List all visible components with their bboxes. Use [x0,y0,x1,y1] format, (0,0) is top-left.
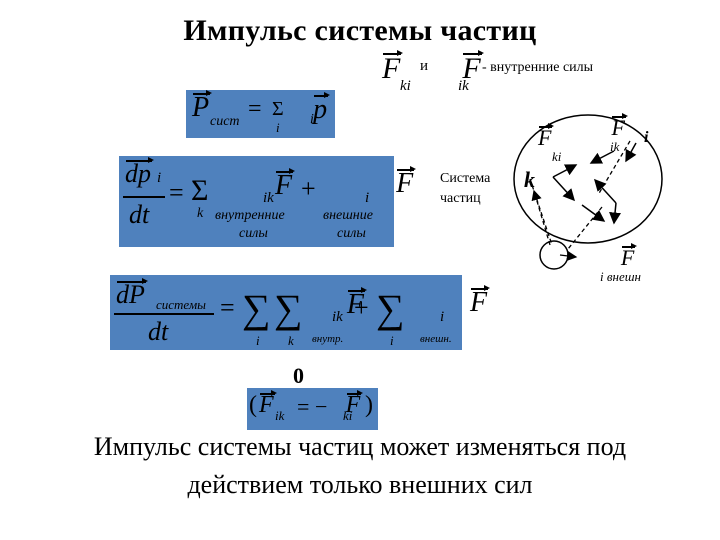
f4-F1: F [259,390,277,418]
f1-P: P [192,90,213,123]
diagram-svg [513,114,663,270]
f2-label1-line2: силы [239,226,268,241]
f3-F1: F [346,287,368,320]
formula-newton3-box: ( F ik = − F ki ) [247,388,378,430]
header-f-ki: F [382,50,404,85]
f3-plus: + [354,293,369,322]
f4-eq: = [297,394,310,419]
f3-label2: внешн. [420,333,452,345]
f2-num: dp [125,157,154,188]
f2-sum: Σ [191,174,209,207]
f1-sub: сист [210,114,240,129]
f2-F1-sub: ik [263,190,274,206]
f4-open: ( [249,392,257,418]
f3-F1-sub: ik [332,309,343,325]
f3-sum2: ∑ [274,286,303,331]
f2-under-k: k [197,206,204,221]
zero-label: 0 [293,363,304,388]
f2-den: dt [129,200,150,229]
f3-eq: = [220,293,235,322]
f2-num-sub: i [157,170,162,186]
header-and: и [420,58,429,74]
header-note: - внутренние силы [482,60,594,75]
f2-F1: F [275,168,296,201]
diagram-F-ki-sub: ki [552,149,562,164]
header-f-ik-sub: ik [458,78,469,94]
diagram-label-line2: частиц [440,191,481,206]
f1-sub-i: i [310,112,314,127]
conclusion-text: Импульс системы частиц может изменяться … [0,428,720,504]
f4-F2: F [345,390,363,418]
header-formula: F ki и F ik - внутренние силы [382,50,642,98]
f1-sum: Σ [272,98,284,120]
formula-momentum-box: P сист = Σ i p i [186,90,335,138]
f4-minus: − [315,394,328,419]
f3-F2: F [470,285,491,318]
diagram-F-ext: F [620,243,638,270]
diagram-F-ki: F [538,123,556,150]
f2-F2: F [396,166,417,199]
f2-F2-sub: i [365,190,370,206]
slide-title: Импульс системы частиц [183,14,537,47]
f2-label2-line1: внешние [323,208,373,223]
f3-sum3: ∑ [376,286,405,331]
f3-under-i: i [256,333,260,348]
diagram-k: k [524,167,535,192]
diagram-F-ext-sub: i внешн [600,269,641,284]
f1-under-i: i [276,120,280,135]
diagram-label-line1: Система [440,171,491,186]
f3-fraction-line [114,313,214,315]
f3-label1: внутр. [312,333,344,345]
diagram-F-ik-sub: ik [610,139,620,154]
conclusion-line2: действием только внешних сил [187,470,533,499]
system-boundary [513,114,663,244]
header-f-ik: F [462,50,485,85]
f2-label2-line2: силы [337,226,366,241]
f2-label1-line1: внутренние [215,208,285,223]
f3-num-sub: системы [156,297,206,312]
f3-under-k: k [288,333,294,348]
diagram-F-ik: F [611,113,629,140]
f3-num: dP [116,278,148,309]
f1-p: p [313,92,331,125]
header-f-ki-sub: ki [400,78,411,94]
formula-particle-box: dp i dt = Σ k F ik внутренние силы + F i… [119,156,417,247]
f1-eq: = [248,96,262,122]
f2-eq: = [169,178,184,207]
diagram-i: i [644,129,649,146]
f4-close: ) [365,392,373,418]
f3-F2-sub: i [440,309,445,325]
f2-fraction-line [123,196,165,198]
system-diagram: Система частиц F ki F ik k i F i внешн [430,95,680,295]
f4-F1-sub: ik [275,408,285,423]
f3-sum1: ∑ [242,286,271,331]
conclusion-line1: Импульс системы частиц может изменяться … [93,432,627,461]
f3-den: dt [148,317,169,346]
f3-under-i2: i [390,333,394,348]
f4-F2-sub: ki [343,408,353,423]
f2-plus: + [301,174,316,203]
formula-system-box: dP системы dt = ∑ ∑ i k F ik внутр. + ∑ … [110,275,491,350]
